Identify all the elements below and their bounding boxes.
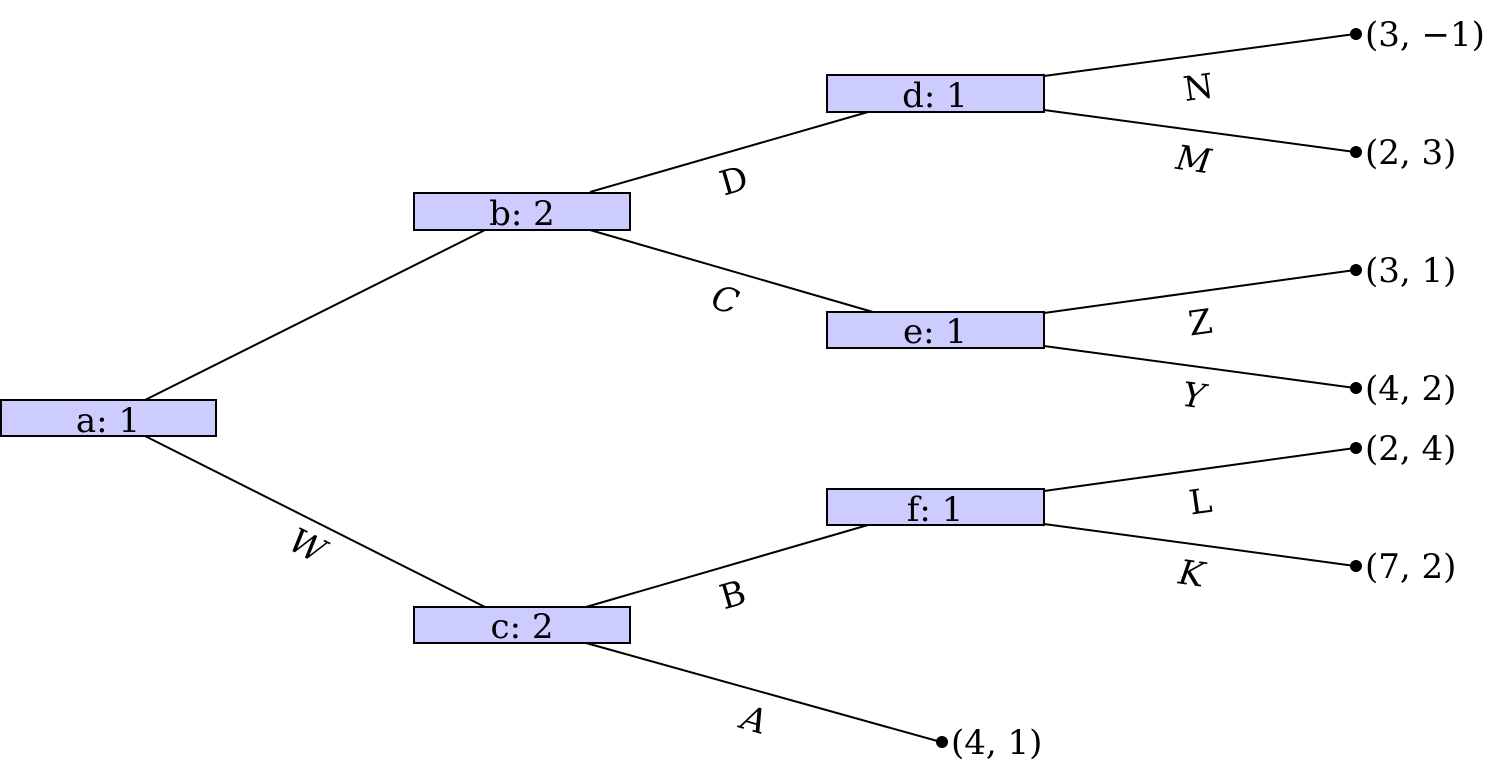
leaf-e-z: (3, 1) (1350, 251, 1456, 291)
leaf-dot (1350, 28, 1362, 40)
edge-label-K: K (1175, 552, 1209, 596)
node-d: d: 1 (826, 74, 1045, 116)
payoff-label: (3, −1) (1365, 15, 1485, 55)
node-b: b: 2 (413, 192, 631, 234)
payoff-label: (2, 3) (1365, 133, 1456, 173)
leaf-dot (936, 736, 948, 748)
edge-label-A: A (734, 697, 772, 743)
leaf-d-n: (3, −1) (1350, 15, 1485, 55)
leaf-e-y: (4, 2) (1350, 369, 1456, 409)
node-b-box (413, 192, 631, 231)
payoff-label: (7, 2) (1365, 547, 1456, 587)
node-f: f: 1 (826, 488, 1045, 530)
node-c: c: 2 (413, 606, 631, 647)
leaf-dot (1350, 146, 1362, 158)
node-c-box (413, 606, 631, 644)
edge-f-leaf1 (1043, 447, 1356, 492)
payoff-label: (2, 4) (1365, 429, 1456, 469)
edge-label-C: C (707, 278, 743, 324)
node-f-box (826, 488, 1045, 526)
node-a-box (0, 399, 217, 437)
leaf-d-m: (2, 3) (1350, 133, 1456, 173)
node-f-label: f: 1 (907, 490, 963, 530)
leaf-f-k: (7, 2) (1350, 547, 1456, 587)
node-a: a: 1 (0, 399, 217, 441)
edge-d-leaf1 (1043, 33, 1356, 77)
edge-a-b (144, 229, 486, 401)
edge-d-leaf2 (1043, 109, 1356, 153)
edge-label-M: M (1173, 138, 1215, 183)
leaf-dot (1350, 264, 1362, 276)
payoff-label: (4, 1) (951, 723, 1042, 763)
edge-label-Z: Z (1186, 302, 1215, 345)
payoff-label: (4, 2) (1365, 369, 1456, 409)
node-e-label: e: 1 (903, 312, 967, 352)
edge-a-c (144, 435, 486, 608)
leaf-f-l: (2, 4) (1350, 429, 1456, 469)
payoff-label: (3, 1) (1365, 251, 1456, 291)
node-a-label: a: 1 (76, 401, 140, 441)
node-e-box (826, 311, 1045, 349)
edge-label-Y: Y (1180, 375, 1211, 418)
leaf-dot (1350, 442, 1362, 454)
edge-label-N: N (1181, 66, 1216, 110)
edge-label-L: L (1187, 481, 1215, 524)
edge-e-leaf2 (1043, 345, 1356, 389)
node-c-label: c: 2 (491, 607, 554, 647)
edge-b-e (589, 229, 874, 313)
node-d-label: d: 1 (902, 76, 968, 116)
node-e: e: 1 (826, 311, 1045, 352)
edge-c-f (585, 524, 869, 608)
edge-label-D: D (715, 158, 752, 204)
node-b-label: b: 2 (489, 194, 555, 234)
edge-label-B: B (715, 573, 750, 618)
leaf-dot (1350, 560, 1362, 572)
leaf-c-a: (4, 1) (936, 723, 1042, 763)
edge-c-leaf (585, 642, 942, 743)
edge-b-d (589, 111, 869, 193)
edge-f-leaf2 (1043, 523, 1356, 567)
node-d-box (826, 74, 1045, 113)
edge-e-leaf1 (1043, 269, 1356, 314)
leaf-dot (1350, 382, 1362, 394)
